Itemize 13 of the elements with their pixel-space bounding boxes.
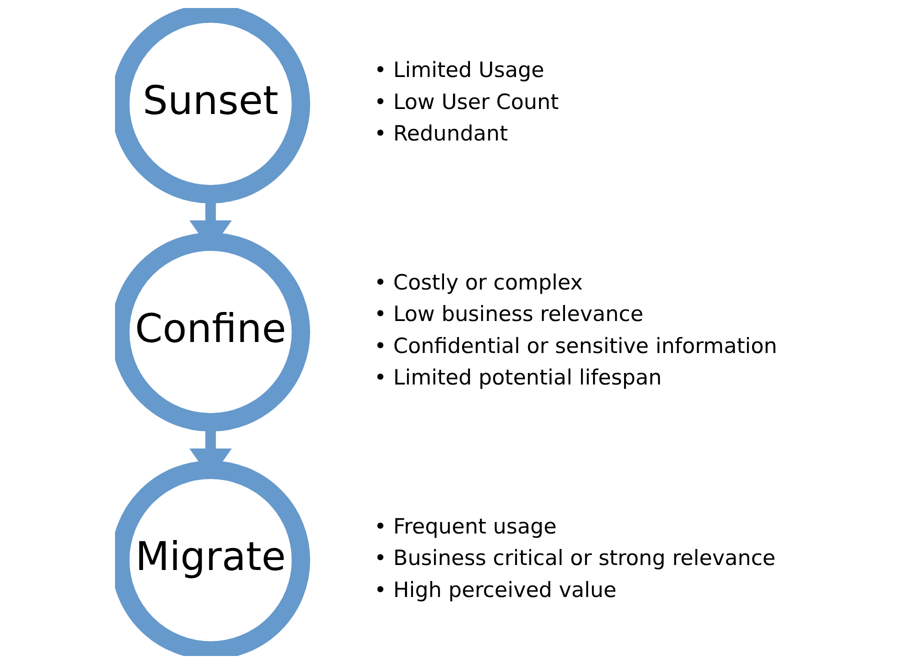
- node-circle: Sunset: [115, 8, 310, 204]
- node-label: • Redundant: [374, 120, 508, 146]
- node-label: • Frequent usage: [374, 513, 557, 538]
- node-circle: Confine: [115, 232, 310, 432]
- node-label: • Limited Usage: [374, 57, 544, 82]
- node-label: • Business critical or strong relevance: [374, 545, 776, 570]
- node-label: • Confidential or sensitive information: [374, 332, 778, 358]
- node-label: • Costly or complex: [374, 270, 583, 295]
- node-label: • Limited potential lifespan: [374, 364, 662, 390]
- node-circle: Migrate: [115, 460, 310, 656]
- node-label: • Low User Count: [374, 88, 559, 114]
- node-label: • High perceived value: [374, 576, 616, 602]
- node-label: • Low business relevance: [374, 301, 644, 326]
